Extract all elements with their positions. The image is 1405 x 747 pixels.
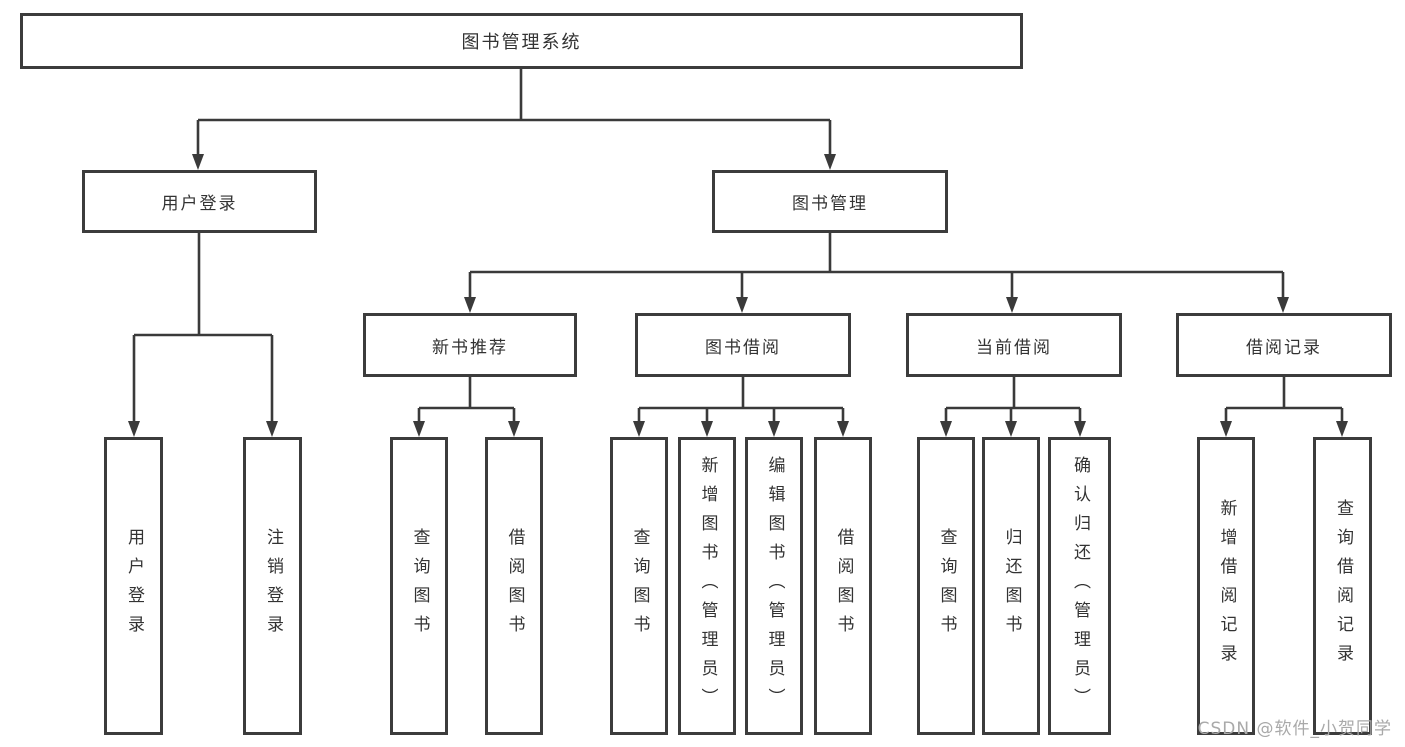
leaf-cb-return-books-label: 归还图书 (1001, 528, 1022, 644)
leaf-bb-edit-books-admin-label: 编辑图书（管理员） (764, 455, 785, 717)
leaf-bb-query-books-label: 查询图书 (629, 528, 650, 644)
leaf-br-query-record: 查询借阅记录 (1313, 437, 1372, 735)
leaf-bb-borrow-books-label: 借阅图书 (833, 528, 854, 644)
leaf-logout-login: 注销登录 (243, 437, 302, 735)
node-new-book-recommend: 新书推荐 (363, 313, 577, 377)
leaf-cb-query-books-label: 查询图书 (936, 528, 957, 644)
leaf-bb-borrow-books: 借阅图书 (814, 437, 872, 735)
leaf-bb-add-books-admin: 新增图书（管理员） (678, 437, 736, 735)
leaf-cb-return-books: 归还图书 (982, 437, 1040, 735)
leaf-cb-confirm-return-admin-label: 确认归还（管理员） (1070, 455, 1090, 717)
node-current-borrowing: 当前借阅 (906, 313, 1122, 377)
leaf-user-login: 用户登录 (104, 437, 163, 735)
leaf-logout-login-label: 注销登录 (263, 528, 283, 644)
leaf-br-add-record: 新增借阅记录 (1197, 437, 1255, 735)
node-book-management-system: 图书管理系统 (20, 13, 1023, 69)
leaf-br-add-record-label: 新增借阅记录 (1216, 499, 1237, 673)
leaf-nb-query-books: 查询图书 (390, 437, 448, 735)
leaf-bb-edit-books-admin: 编辑图书（管理员） (745, 437, 803, 735)
node-book-management: 图书管理 (712, 170, 948, 233)
leaf-nb-query-books-label: 查询图书 (409, 528, 430, 644)
leaf-cb-confirm-return-admin: 确认归还（管理员） (1048, 437, 1111, 735)
node-user-login: 用户登录 (82, 170, 317, 233)
leaf-bb-add-books-admin-label: 新增图书（管理员） (697, 455, 718, 717)
leaf-nb-borrow-books: 借阅图书 (485, 437, 543, 735)
leaf-cb-query-books: 查询图书 (917, 437, 975, 735)
leaf-br-query-record-label: 查询借阅记录 (1333, 499, 1353, 673)
csdn-watermark: CSDN @软件_小贺同学 (1197, 719, 1392, 739)
node-borrowing-records: 借阅记录 (1176, 313, 1392, 377)
leaf-user-login-label: 用户登录 (124, 528, 144, 644)
leaf-nb-borrow-books-label: 借阅图书 (504, 528, 525, 644)
node-book-borrowing: 图书借阅 (635, 313, 851, 377)
leaf-bb-query-books: 查询图书 (610, 437, 668, 735)
